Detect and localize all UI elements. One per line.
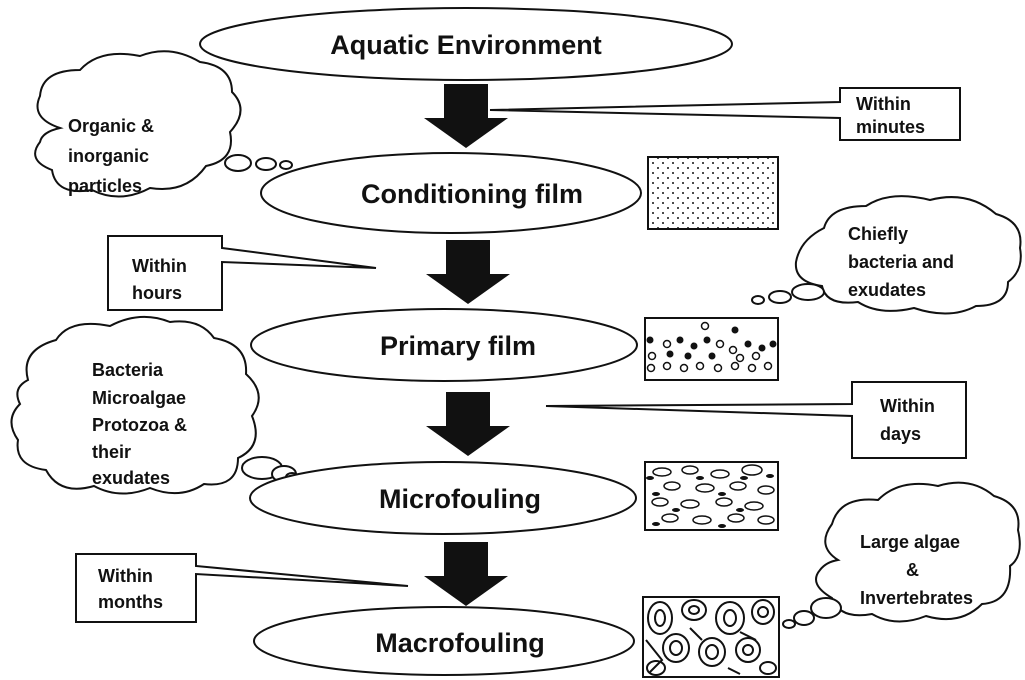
stage-label: Conditioning film bbox=[361, 179, 583, 209]
stage-primary-film: Primary film bbox=[250, 308, 638, 382]
conditioning-film-texture bbox=[647, 156, 779, 230]
timing-callout-hours: Within hours bbox=[107, 235, 377, 311]
cloud-callout-microorganisms: Bacteria Microalgae Protozoa & their exu… bbox=[10, 315, 299, 495]
timing-text: Within months bbox=[98, 566, 163, 612]
stage-microfouling: Microfouling bbox=[249, 461, 637, 535]
cloud-text: Chiefly bacteria and exudates bbox=[848, 224, 959, 300]
stage-label: Microfouling bbox=[379, 484, 541, 514]
macrofouling-texture bbox=[642, 596, 780, 678]
stage-conditioning-film: Conditioning film bbox=[260, 152, 642, 234]
stage-aquatic-environment: Aquatic Environment bbox=[199, 7, 733, 81]
down-arrow bbox=[426, 392, 510, 456]
stage-label: Macrofouling bbox=[375, 628, 545, 658]
stage-label: Primary film bbox=[380, 331, 536, 361]
timing-text: Within hours bbox=[132, 256, 192, 303]
down-arrow bbox=[424, 542, 508, 606]
cloud-callout-bacteria: Chiefly bacteria and exudates bbox=[751, 195, 1022, 315]
cloud-callout-particles: Organic & inorganic particles bbox=[34, 50, 293, 198]
primary-film-texture bbox=[644, 317, 779, 381]
cloud-text: Organic & inorganic particles bbox=[68, 116, 159, 196]
timing-callout-months: Within months bbox=[75, 553, 409, 623]
timing-callout-days: Within days bbox=[545, 381, 967, 459]
cloud-text: Bacteria Microalgae Protozoa & their exu… bbox=[92, 360, 192, 488]
cloud-text: Large algae & Invertebrates bbox=[860, 532, 973, 608]
timing-text: Within days bbox=[880, 396, 940, 444]
down-arrow bbox=[424, 84, 508, 148]
cloud-callout-macro: Large algae & Invertebrates bbox=[782, 481, 1021, 629]
stage-label: Aquatic Environment bbox=[330, 30, 602, 60]
down-arrow bbox=[426, 240, 510, 304]
timing-text: Within minutes bbox=[856, 94, 925, 137]
stage-macrofouling: Macrofouling bbox=[253, 606, 635, 676]
timing-callout-minutes: Within minutes bbox=[489, 87, 961, 141]
microfouling-texture bbox=[644, 461, 779, 531]
